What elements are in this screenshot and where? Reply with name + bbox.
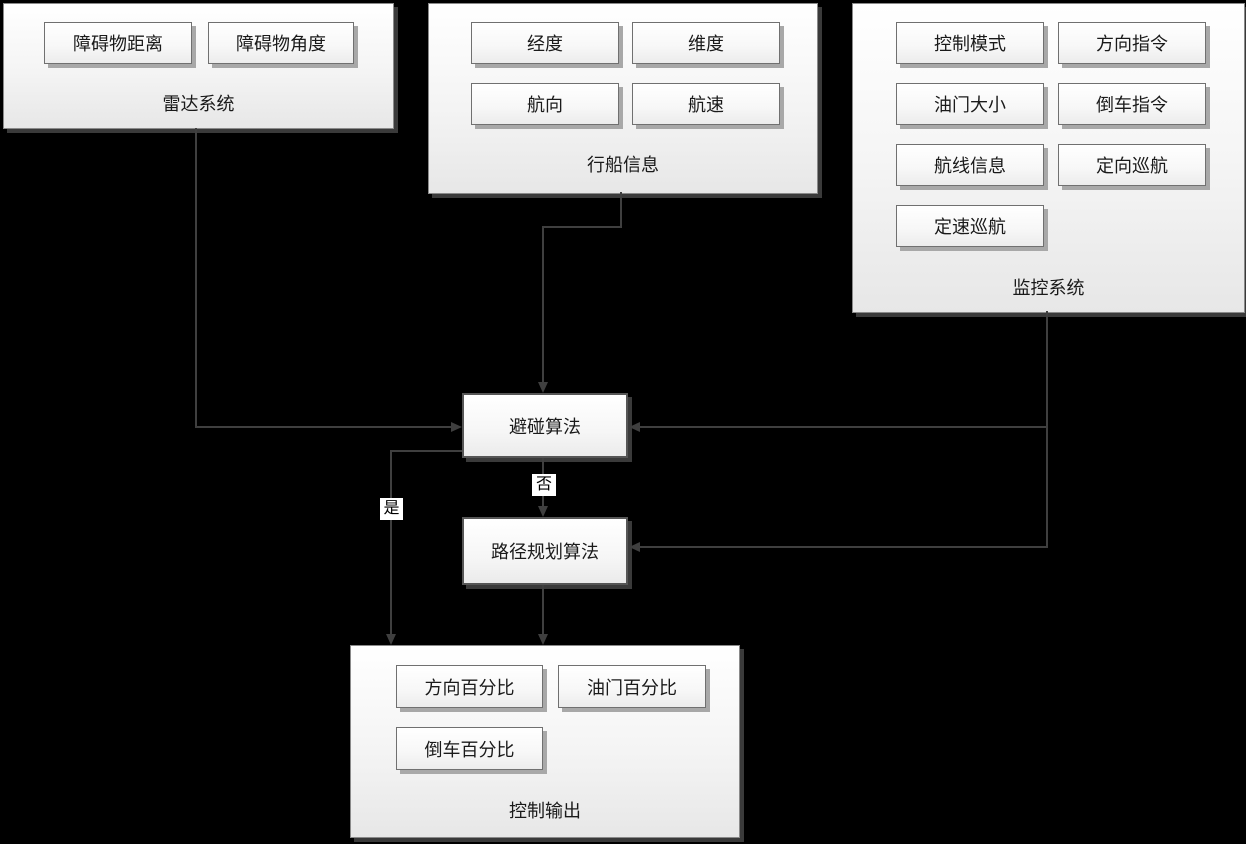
connector-shipinfo-to-collision-stub xyxy=(620,192,622,228)
node-longitude: 经度 xyxy=(471,22,619,64)
arrowhead-shipinfo-to-collision xyxy=(538,382,548,393)
connector-monitor-to-collision-horizontal xyxy=(640,426,1048,428)
panel-control-output: 方向百分比 油门百分比 倒车百分比 控制输出 xyxy=(350,645,740,838)
node-path-planning-label: 路径规划算法 xyxy=(491,542,599,562)
node-control-mode-label: 控制模式 xyxy=(934,34,1006,54)
node-direction-command: 方向指令 xyxy=(1058,22,1206,64)
connector-monitor-vertical xyxy=(1046,311,1048,548)
node-direction-command-label: 方向指令 xyxy=(1096,34,1168,54)
node-speed-cruise: 定速巡航 xyxy=(896,205,1044,247)
panel-ship-info: 经度 维度 航向 航速 行船信息 xyxy=(428,3,818,194)
arrowhead-monitor-to-collision xyxy=(629,422,640,432)
node-obstacle-distance: 障碍物距离 xyxy=(44,22,192,64)
connector-path-to-output-vertical xyxy=(542,585,544,635)
panel-ship-info-title: 行船信息 xyxy=(587,155,659,175)
node-path-planning-algorithm: 路径规划算法 xyxy=(462,517,628,585)
arrowhead-collision-to-path xyxy=(538,506,548,517)
node-speed-cruise-label: 定速巡航 xyxy=(934,217,1006,237)
node-route-info-label: 航线信息 xyxy=(934,156,1006,176)
connector-shipinfo-to-collision-vertical xyxy=(542,226,544,383)
connector-shipinfo-to-collision-jog xyxy=(542,226,622,228)
arrowhead-radar-to-collision xyxy=(451,422,462,432)
node-collision-avoidance-label: 避碰算法 xyxy=(509,416,581,437)
arrowhead-collision-to-output xyxy=(386,634,396,645)
panel-monitoring-system: 控制模式 方向指令 油门大小 倒车指令 航线信息 定向巡航 定速巡航 监控系统 xyxy=(852,3,1245,313)
node-direction-percent-label: 方向百分比 xyxy=(424,677,515,698)
panel-monitoring-system-title: 监控系统 xyxy=(1012,278,1085,298)
connector-collision-to-output-horizontal xyxy=(390,450,462,452)
node-directional-cruise-label: 定向巡航 xyxy=(1096,156,1168,176)
node-reverse-percent-label: 倒车百分比 xyxy=(424,739,515,760)
panel-control-output-title: 控制输出 xyxy=(509,801,581,821)
connector-radar-to-collision-vertical xyxy=(195,128,197,428)
node-obstacle-angle-label: 障碍物角度 xyxy=(236,34,326,54)
node-throttle-size: 油门大小 xyxy=(896,83,1044,125)
node-speed-label: 航速 xyxy=(688,95,724,115)
connector-radar-to-collision-horizontal xyxy=(195,426,451,428)
node-heading: 航向 xyxy=(471,83,619,125)
node-reverse-command-label: 倒车指令 xyxy=(1096,95,1168,115)
arrowhead-monitor-to-path xyxy=(629,542,640,552)
node-throttle-percent: 油门百分比 xyxy=(558,665,706,708)
connector-monitor-to-path-horizontal xyxy=(640,546,1048,548)
node-directional-cruise: 定向巡航 xyxy=(1058,144,1206,186)
node-control-mode: 控制模式 xyxy=(896,22,1044,64)
node-throttle-percent-label: 油门百分比 xyxy=(587,677,677,698)
panel-radar-system: 障碍物距离 障碍物角度 雷达系统 xyxy=(3,3,394,129)
node-throttle-size-label: 油门大小 xyxy=(934,95,1006,115)
edge-label-yes: 是 xyxy=(380,498,403,520)
node-longitude-label: 经度 xyxy=(527,34,563,54)
node-latitude-label: 维度 xyxy=(688,34,724,54)
node-reverse-percent: 倒车百分比 xyxy=(396,727,543,770)
node-obstacle-angle: 障碍物角度 xyxy=(208,22,354,64)
arrowhead-path-to-output xyxy=(538,634,548,645)
connector-collision-to-output-vertical xyxy=(390,450,392,635)
node-heading-label: 航向 xyxy=(527,95,563,115)
node-latitude: 维度 xyxy=(632,22,780,64)
node-route-info: 航线信息 xyxy=(896,144,1044,186)
node-collision-avoidance-algorithm: 避碰算法 xyxy=(462,393,628,458)
panel-radar-system-title: 雷达系统 xyxy=(162,94,235,114)
node-obstacle-distance-label: 障碍物距离 xyxy=(73,34,163,54)
node-reverse-command: 倒车指令 xyxy=(1058,83,1206,125)
node-direction-percent: 方向百分比 xyxy=(396,665,543,708)
node-speed: 航速 xyxy=(632,83,780,125)
edge-label-no: 否 xyxy=(532,474,556,496)
